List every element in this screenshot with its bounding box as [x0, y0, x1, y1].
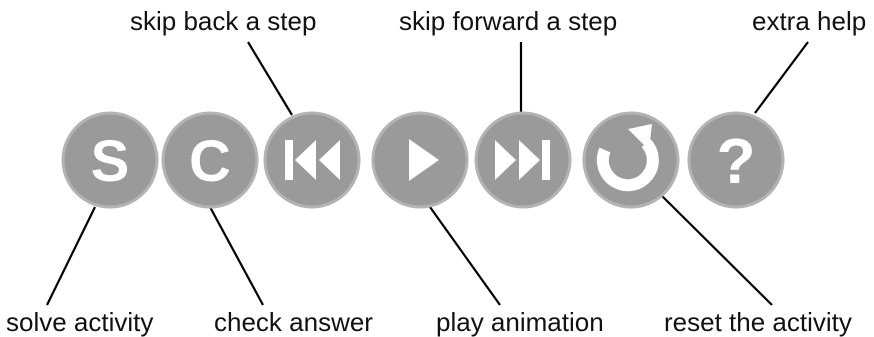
question-mark-icon: ? [716, 125, 755, 197]
reset-button[interactable] [582, 111, 680, 209]
solve-button[interactable]: S [61, 111, 159, 209]
leader-reset [660, 194, 773, 306]
check-button[interactable]: C [161, 111, 259, 209]
label-solve: solve activity [6, 307, 153, 337]
reset-arrow-icon [596, 124, 659, 192]
skip-back-button[interactable] [263, 111, 361, 209]
leader-play [429, 206, 501, 306]
check-letter-c-icon: C [189, 129, 231, 194]
help-button[interactable]: ? [687, 111, 785, 209]
label-skip-back: skip back a step [130, 6, 316, 36]
label-check: check answer [214, 307, 373, 337]
label-skip-forward: skip forward a step [399, 6, 617, 36]
leader-extra-help [754, 41, 809, 114]
leader-skip-back [247, 41, 293, 116]
skip-forward-icon [495, 140, 550, 180]
label-play: play animation [436, 307, 604, 337]
play-icon [409, 139, 439, 181]
leader-check [209, 206, 264, 306]
label-extra-help: extra help [752, 6, 866, 36]
solve-letter-s-icon: S [91, 129, 130, 194]
leader-solve [46, 206, 96, 306]
skip-back-icon [285, 140, 340, 180]
skip-forward-button[interactable] [474, 111, 572, 209]
play-button[interactable] [371, 111, 469, 209]
label-reset: reset the activity [664, 307, 852, 337]
